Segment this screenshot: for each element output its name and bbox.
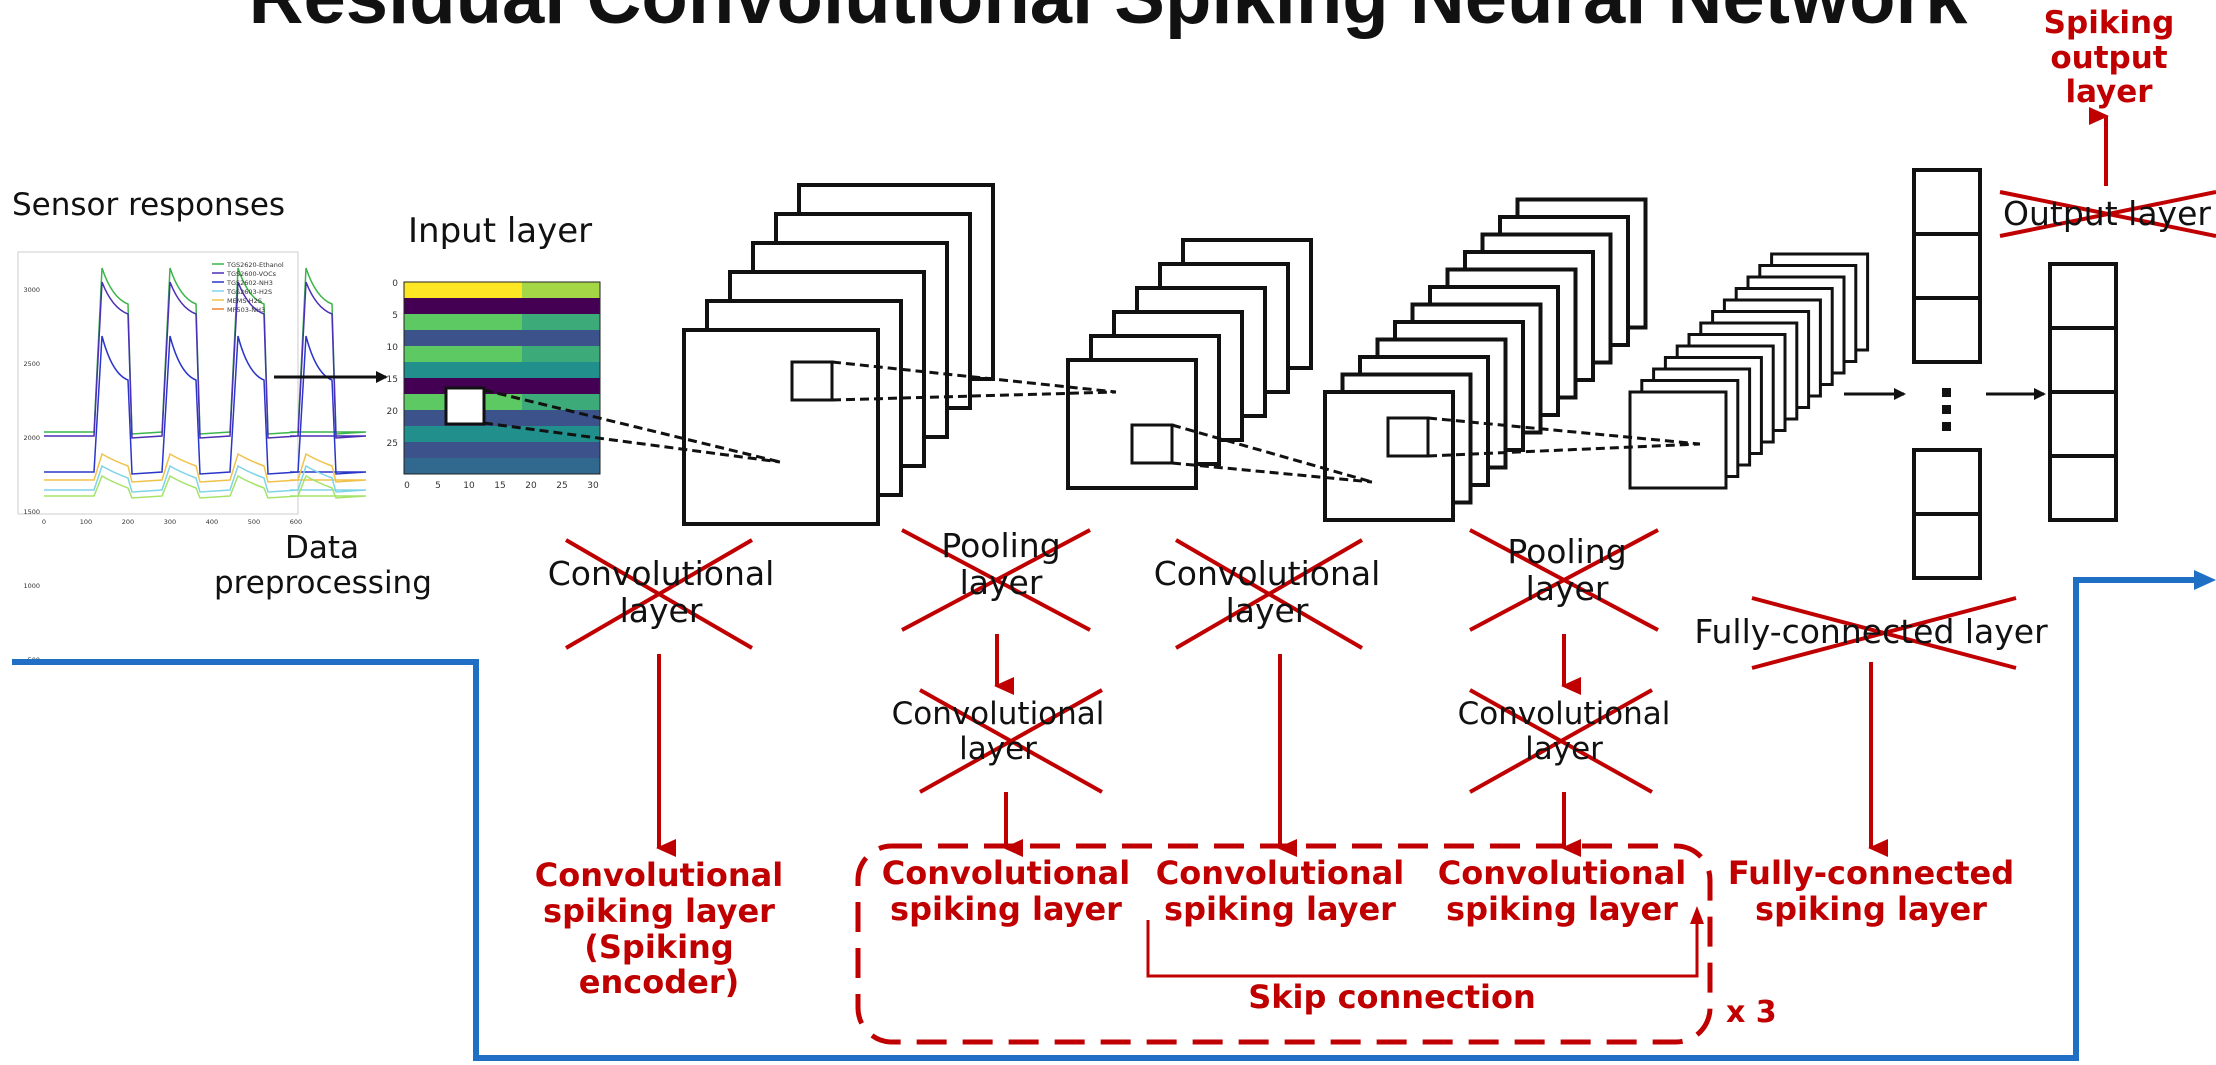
- heatmap-row: [404, 298, 600, 314]
- heatmap-row-tail: [522, 394, 600, 410]
- heatmap-y-tick: 15: [387, 375, 398, 385]
- skip-connection-arrowhead: [1690, 906, 1704, 924]
- output-column: [2048, 262, 2118, 522]
- heatmap-kernel-window: [444, 386, 486, 426]
- heatmap-x-tick: 5: [435, 481, 441, 491]
- heatmap-y-tick: 20: [387, 407, 399, 417]
- sensor-legend: TGS2620-EthanolTGS2600-VOCsTGS2602-NH3TG…: [212, 261, 284, 314]
- heatmap-row-tail: [522, 346, 600, 362]
- legend-entry: MEMS-H2S: [227, 297, 262, 305]
- feature-map-stack-4: [1628, 252, 1870, 490]
- fully-connected-column: [1912, 168, 1982, 580]
- sensor-curve: [44, 464, 367, 493]
- pooling-layer-2-label: Pooling layer: [1507, 532, 1627, 608]
- heatmap-x-tick: 0: [404, 481, 410, 491]
- heatmap-frame: [403, 281, 601, 475]
- repeat-label: x 3: [1726, 995, 1777, 1030]
- feature-map-stack-2: [1066, 238, 1313, 490]
- pooling-layer-1-label: Pooling layer: [941, 526, 1061, 602]
- sensor-curve: [44, 281, 367, 439]
- heatmap-row-tail: [522, 314, 600, 330]
- heatmap-x-tick: 30: [587, 481, 599, 491]
- sensor-curve: [44, 452, 367, 483]
- snn-conversion-arrowhead: [2194, 570, 2216, 590]
- input-heatmap: 0 5 10 15 20 25 30 0 5 10 15 20 25: [387, 279, 601, 491]
- conv-layer-1-label: Convolutional layer: [547, 554, 775, 630]
- sensor-x-tick: 600: [290, 518, 302, 526]
- diagram-title: Residual Convolutional Spiking Neural Ne…: [0, 0, 2216, 41]
- spiking-output-label: Spiking output layer: [2043, 5, 2175, 111]
- heatmap-row: [404, 330, 600, 346]
- input-layer-label: Input layer: [408, 211, 593, 251]
- legend-entry: TGS2603-H2S: [226, 288, 272, 296]
- sensor-y-tick: 2500: [23, 360, 40, 368]
- strike-crosses: [564, 190, 2216, 794]
- snn-conversion-path: [12, 577, 2198, 1061]
- heatmap-x-tick: 10: [463, 481, 475, 491]
- conv-layer-2b-label: Convolutional layer: [1457, 696, 1671, 767]
- heatmap-x-tick: 15: [494, 481, 505, 491]
- feature-map-stack-3: [1323, 197, 1648, 522]
- heatmap-y-tick: 25: [387, 439, 398, 449]
- sensor-y-tick: 1500: [23, 508, 40, 516]
- heatmap-axis-ticks: 0 5 10 15 20 25 30 0 5 10 15 20 25: [387, 279, 599, 491]
- conv-layer-2-label: Convolutional layer: [1153, 554, 1381, 630]
- stack4-map: [1628, 390, 1728, 490]
- conversion-arrows: [656, 107, 2109, 857]
- fc-spiking-label: Fully-connected spiking layer: [1727, 854, 2015, 928]
- stack1-map: [682, 328, 880, 526]
- conv-spiking-2-label: Convolutional spiking layer: [1155, 854, 1405, 928]
- heatmap-row: [404, 426, 600, 442]
- sensor-x-tick: 400: [206, 518, 218, 526]
- sensor-response-plot: TGS2620-EthanolTGS2600-VOCsTGS2602-NH3TG…: [17, 251, 367, 664]
- heatmap-rows: [403, 281, 601, 475]
- sensor-curve: [44, 335, 367, 475]
- sensor-x-tick: 300: [164, 518, 176, 526]
- sensor-x-tick: 500: [248, 518, 260, 526]
- skip-connection-label: Skip connection: [1248, 978, 1536, 1016]
- sensor-x-tick: 0: [42, 518, 46, 526]
- sensor-responses-label: Sensor responses: [12, 187, 286, 223]
- heatmap-row-tail: [522, 282, 600, 298]
- data-preprocessing-label: Data preprocessing: [214, 530, 432, 601]
- heatmap-x-tick: 25: [556, 481, 567, 491]
- legend-entry: TGS2600-VOCs: [226, 270, 277, 278]
- heatmap-y-tick: 10: [387, 343, 399, 353]
- heatmap-row: [404, 378, 600, 394]
- legend-entry: TGS2620-Ethanol: [226, 261, 284, 269]
- heatmap-y-tick: 0: [392, 279, 398, 289]
- heatmap-row: [404, 362, 600, 378]
- legend-entry: MP503-NH3: [227, 306, 265, 314]
- heatmap-y-tick: 5: [392, 311, 398, 321]
- conv-layer-1b-label: Convolutional layer: [891, 696, 1105, 767]
- kernel-projections: [483, 360, 1701, 484]
- sensor-y-tick: 3000: [23, 286, 40, 294]
- sensor-y-tick: 1000: [23, 582, 40, 590]
- spiking-encoder-label: Convolutional spiking layer (Spiking enc…: [534, 856, 784, 1002]
- skip-connection-line: [1146, 916, 1699, 978]
- output-layer-label: Output layer: [2003, 194, 2211, 233]
- feature-map-stack-1: [682, 183, 995, 526]
- legend-entry: TGS2602-NH3: [226, 279, 273, 287]
- sensor-curves: [44, 267, 367, 499]
- sensor-x-tick: 200: [122, 518, 134, 526]
- sensor-y-tick: 2000: [23, 434, 40, 442]
- sensor-x-tick: 100: [80, 518, 92, 526]
- heatmap-x-tick: 20: [525, 481, 537, 491]
- fc-layer-label: Fully-connected layer: [1694, 612, 2048, 651]
- fc-ellipsis-dots: [1942, 388, 1951, 431]
- heatmap-row: [404, 442, 600, 458]
- heatmap-row: [404, 458, 600, 474]
- conv-spiking-3-label: Convolutional spiking layer: [1437, 854, 1687, 928]
- sensor-curve: [44, 474, 367, 499]
- residual-block-border: [855, 843, 1713, 1045]
- conv-spiking-1-label: Convolutional spiking layer: [881, 854, 1131, 928]
